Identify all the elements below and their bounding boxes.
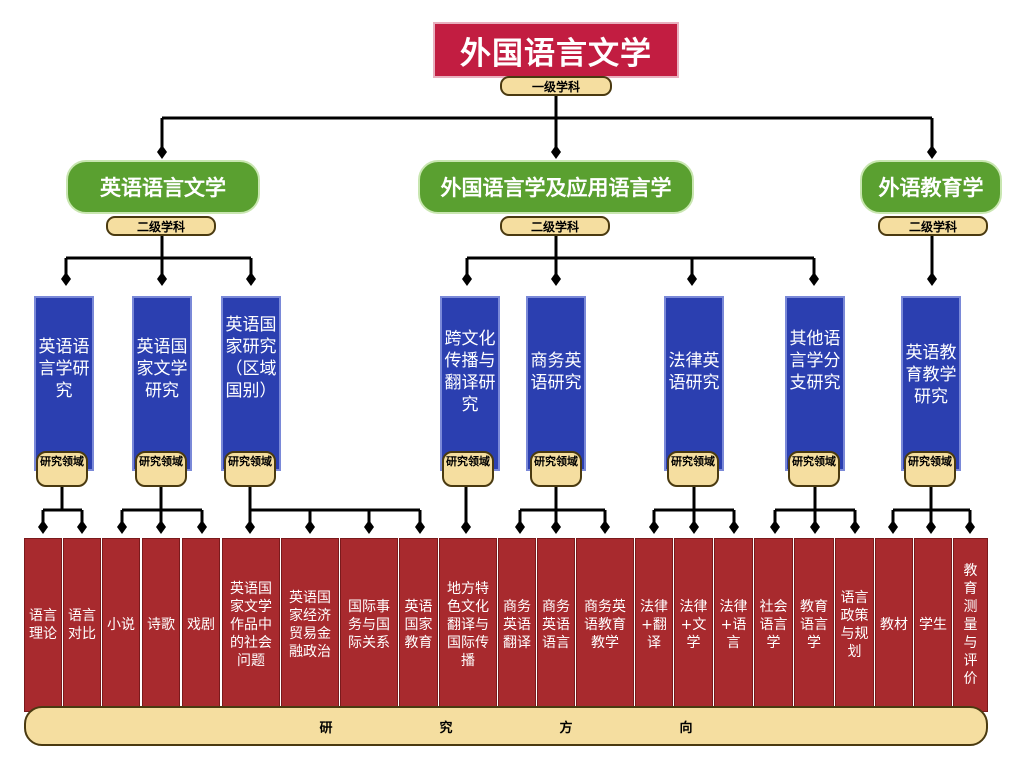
level2-foreign-language-education: 外语教育学 — [860, 160, 1002, 214]
research-direction-item: 英语国家教育 — [399, 538, 438, 712]
research-area-badge: 研究领域 — [36, 451, 88, 487]
research-direction-item: 教育测量与评价 — [953, 538, 988, 712]
bar-char: 方 — [559, 720, 573, 736]
research-direction-item: 语言政策与规划 — [835, 538, 874, 712]
research-direction-item: 国际事务与国际关系 — [340, 538, 398, 712]
bar-char: 向 — [679, 720, 693, 736]
research-direction-item: 法律+文学 — [674, 538, 713, 712]
research-area-business-english: 商务英语研究 — [526, 296, 586, 471]
research-area-badge: 研究领域 — [530, 451, 582, 487]
research-direction-item: 法律+语言 — [714, 538, 753, 712]
research-area-badge: 研究领域 — [667, 451, 719, 487]
research-area-badge: 研究领域 — [442, 451, 494, 487]
research-direction-item: 戏剧 — [182, 538, 220, 712]
research-direction-item: 英语国家文学作品中的社会问题 — [222, 538, 280, 712]
root-discipline: 外国语言文学 — [433, 22, 679, 78]
research-area-english-education: 英语教育教学研究 — [901, 296, 961, 471]
research-direction-item: 社会语言学 — [754, 538, 793, 712]
level2-badge: 二级学科 — [106, 216, 216, 236]
bar-char: 究 — [439, 720, 453, 736]
level2-badge: 二级学科 — [500, 216, 610, 236]
research-direction-item: 语言理论 — [24, 538, 62, 712]
root-badge: 一级学科 — [500, 76, 612, 96]
research-direction-item: 学生 — [914, 538, 952, 712]
research-area-literature: 英语国家文学研究 — [132, 296, 192, 471]
research-direction-item: 教育语言学 — [794, 538, 834, 712]
research-direction-item: 商务英语教育教学 — [576, 538, 634, 712]
bar-char: 研 — [319, 720, 333, 736]
research-direction-item: 地方特色文化翻译与国际传播 — [439, 538, 497, 712]
research-area-badge: 研究领域 — [788, 451, 840, 487]
level2-english-literature: 英语语言文学 — [66, 160, 260, 214]
research-area-other-linguistics: 其他语言学分支研究 — [785, 296, 845, 471]
research-direction-item: 英语国家经济贸易金融政治 — [281, 538, 339, 712]
research-area-linguistics: 英语语言学研究 — [34, 296, 94, 471]
research-direction-item: 小说 — [102, 538, 140, 712]
research-area-country-studies: 英语国家研究（区域国别） — [221, 296, 281, 471]
research-area-legal-english: 法律英语研究 — [664, 296, 724, 471]
research-direction-item: 法律+翻译 — [635, 538, 673, 712]
research-area-badge: 研究领域 — [904, 451, 956, 487]
research-direction-item: 语言对比 — [63, 538, 101, 712]
research-direction-item: 教材 — [875, 538, 913, 712]
research-area-badge: 研究领域 — [135, 451, 187, 487]
level2-applied-linguistics: 外国语言学及应用语言学 — [418, 160, 694, 214]
research-direction-bar: 研 究 方 向 — [24, 706, 988, 746]
research-area-badge: 研究领域 — [224, 451, 276, 487]
research-area-intercultural-translation: 跨文化传播与翻译研究 — [440, 296, 500, 471]
research-direction-item: 诗歌 — [142, 538, 180, 712]
level2-badge: 二级学科 — [878, 216, 988, 236]
research-direction-item: 商务英语语言 — [537, 538, 575, 712]
research-direction-item: 商务英语翻译 — [498, 538, 536, 712]
